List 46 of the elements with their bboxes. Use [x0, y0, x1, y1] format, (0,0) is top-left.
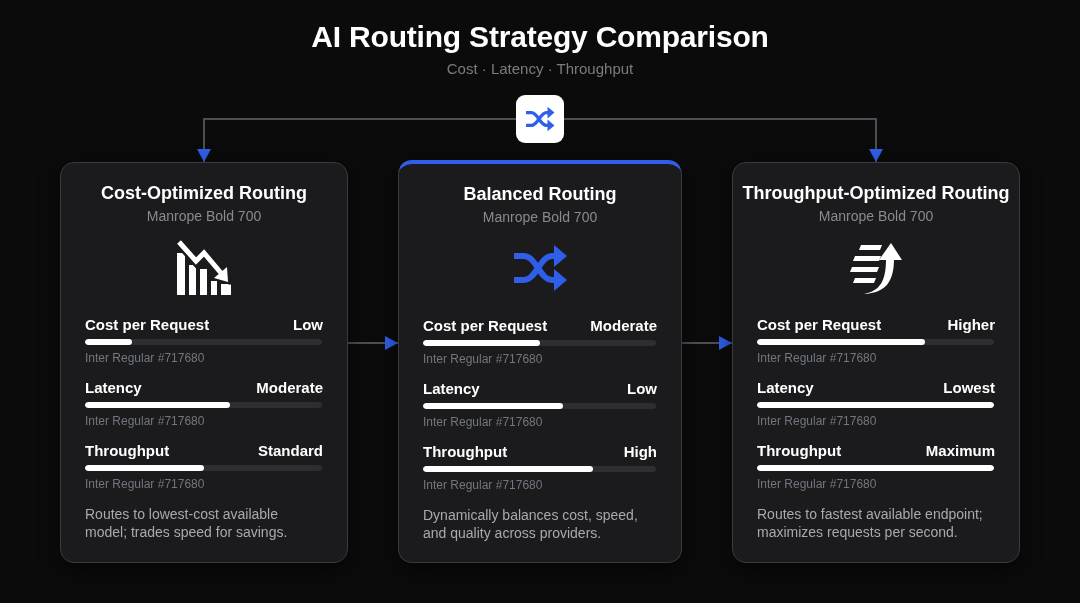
arrow [681, 336, 733, 350]
metric-label: Latency [423, 380, 480, 398]
metric-value: Higher [947, 316, 995, 334]
metric-label: Throughput [85, 442, 170, 460]
metric-note: Inter Regular #717680 [85, 477, 205, 491]
metric-note: Inter Regular #717680 [757, 477, 877, 491]
metric-note: Inter Regular #717680 [423, 478, 543, 492]
metric-value: Moderate [590, 317, 657, 335]
metric-note: Inter Regular #717680 [423, 415, 543, 429]
arrow [197, 118, 517, 163]
metric-note: Inter Regular #717680 [85, 414, 205, 428]
card-subtitle: Manrope Bold 700 [482, 209, 598, 225]
card-subtitle: Manrope Bold 700 [146, 208, 262, 224]
card-description: Dynamically balances cost, speed, and quality across providers. [423, 506, 639, 542]
metric-label: Throughput [423, 443, 508, 461]
metric-value: Standard [258, 442, 323, 460]
card-title: Cost-Optimized Routing [101, 182, 307, 204]
card-title: Balanced Routing [463, 183, 617, 205]
metric-value: Moderate [256, 379, 323, 397]
metric-note: Inter Regular #717680 [85, 351, 205, 365]
card-title: Throughput-Optimized Routing [742, 182, 1010, 204]
metric-note: Inter Regular #717680 [757, 414, 877, 428]
metric-label: Cost per Request [423, 317, 548, 335]
metric-value: Lowest [943, 379, 995, 397]
shuffle-icon [516, 95, 564, 143]
card-subtitle: Manrope Bold 700 [818, 208, 934, 224]
subtitle: Cost · Latency · Throughput [446, 60, 634, 78]
metric-value: Maximum [925, 442, 995, 460]
metric-label: Latency [85, 379, 142, 397]
metric-value: Low [627, 380, 657, 398]
metric-note: Inter Regular #717680 [757, 351, 877, 365]
card-description: Routes to lowest-cost available model; trades speed for savings. [85, 505, 289, 541]
metric-label: Cost per Request [757, 316, 882, 334]
strategy-card [60, 162, 348, 563]
metric-label: Throughput [757, 442, 842, 460]
metric-value: Low [293, 316, 323, 334]
diagram-title: AI Routing Strategy Comparison [311, 19, 769, 55]
arrow [563, 118, 883, 163]
arrow [347, 336, 399, 350]
metric-label: Latency [757, 379, 814, 397]
metric-value: High [623, 443, 657, 461]
metric-note: Inter Regular #717680 [423, 352, 543, 366]
card-description: Routes to fastest available endpoint; maximizes requests per second. [757, 505, 984, 541]
strategy-card [398, 160, 682, 563]
metric-label: Cost per Request [85, 316, 210, 334]
strategy-card [732, 162, 1020, 563]
